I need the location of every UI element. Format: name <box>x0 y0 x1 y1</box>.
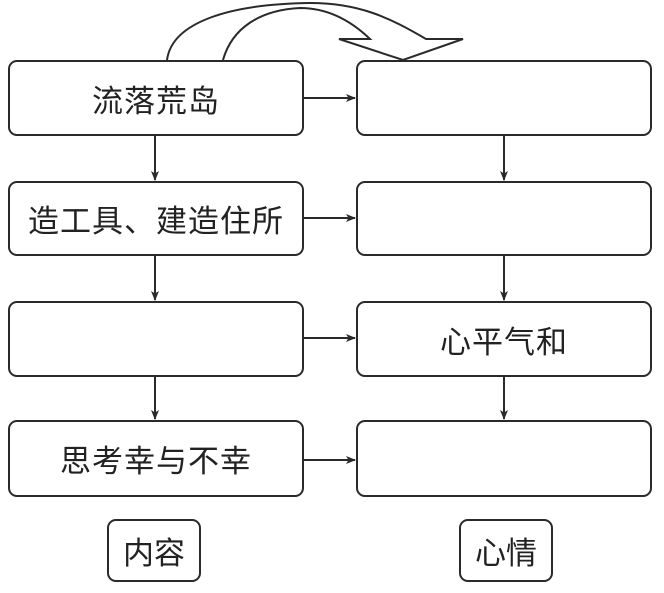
mood-box-calm: 心平气和 <box>356 301 652 377</box>
mood-box-blank-2 <box>356 181 652 256</box>
mood-box-blank-3 <box>356 420 652 497</box>
content-box-reflection: 思考幸与不幸 <box>8 420 304 497</box>
column-label-content: 内容 <box>107 519 201 582</box>
content-box-stranded: 流落荒岛 <box>8 60 304 136</box>
content-box-tools-shelter: 造工具、建造住所 <box>8 181 304 256</box>
mood-box-blank-1 <box>356 60 652 136</box>
column-label-mood: 心情 <box>459 519 553 582</box>
curved-block-arrow <box>166 1 464 62</box>
content-box-blank <box>8 301 304 377</box>
